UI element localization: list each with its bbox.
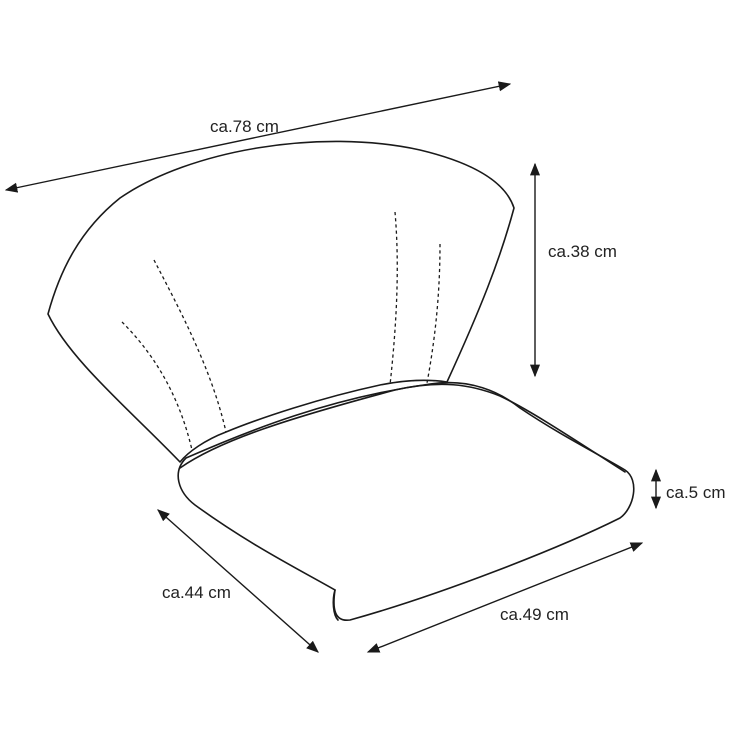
seat-depth-label: ca.44 cm [162,583,231,602]
seat-depth-arrow [157,509,319,653]
seat-front-corner [332,589,339,621]
width-total-label: ca.78 cm [210,117,279,136]
dimension-seat-width: ca.49 cm [366,542,644,653]
seat-width-arrow [366,542,644,653]
seat-thickness-label: ca.5 cm [666,483,726,502]
back-seam-2 [153,259,227,433]
seat-width-label: ca.49 cm [500,605,569,624]
dimension-width-total: ca.78 cm [4,81,512,193]
dimension-back-height: ca.38 cm [529,162,617,378]
back-seam-1 [121,321,193,451]
dimension-seat-thickness: ca.5 cm [650,468,726,510]
back-seam-3 [389,211,398,386]
dimension-seat-depth: ca.44 cm [157,509,319,653]
back-height-label: ca.38 cm [548,242,617,261]
back-seam-4 [426,243,441,384]
width-total-arrow [4,81,512,193]
seat-top-edge [179,383,626,473]
